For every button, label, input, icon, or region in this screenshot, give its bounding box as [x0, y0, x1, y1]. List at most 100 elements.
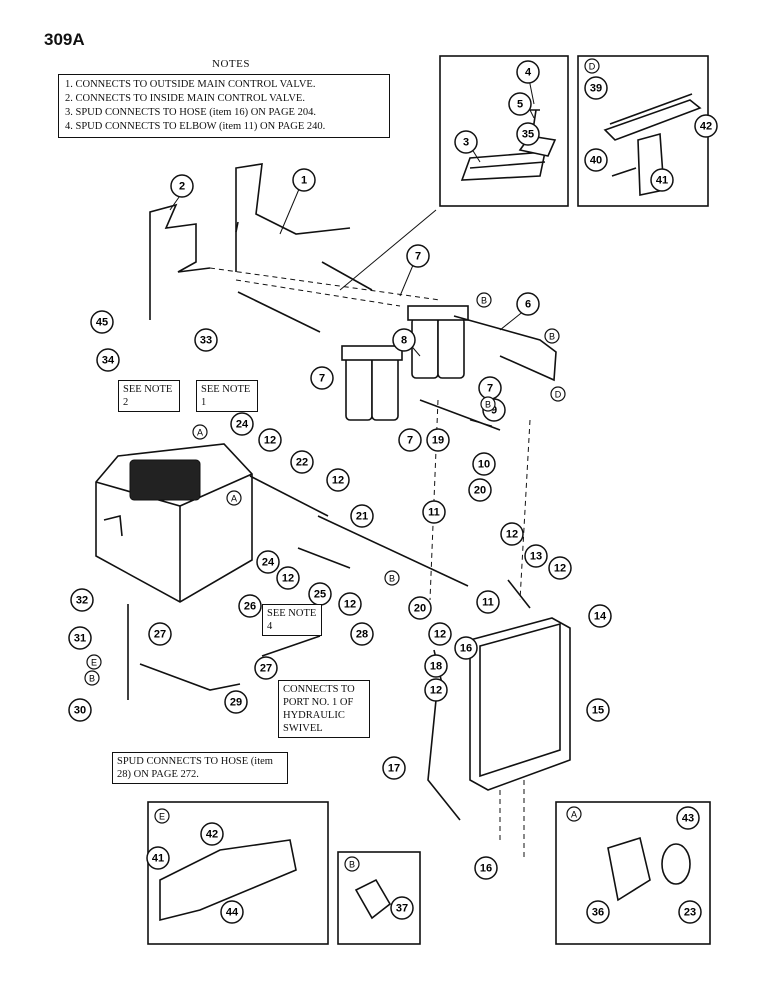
callout-20-2: 20 [408, 596, 432, 620]
callout-22: 22 [290, 450, 314, 474]
callout-4: 4 [516, 60, 540, 84]
hydraulic-tank [95, 443, 253, 603]
svg-text:E: E [159, 812, 165, 822]
callout-18: 18 [424, 654, 448, 678]
svg-text:12: 12 [344, 599, 356, 611]
svg-text:12: 12 [430, 685, 442, 697]
callout-12-8: 12 [424, 678, 448, 702]
detail-letter-e-2: E [154, 808, 170, 824]
svg-text:11: 11 [482, 597, 494, 609]
callout-7-4: 7 [398, 428, 422, 452]
svg-text:12: 12 [264, 435, 276, 447]
detail-box-b [337, 851, 421, 945]
detail-letter-b-4: B [384, 570, 400, 586]
detail-letter-b: B [476, 292, 492, 308]
hose-25 [297, 547, 351, 569]
callout-23: 23 [678, 900, 702, 924]
svg-text:14: 14 [594, 611, 607, 623]
svg-text:25: 25 [314, 589, 326, 601]
svg-text:D: D [589, 62, 596, 72]
svg-text:44: 44 [226, 907, 239, 919]
callout-19: 19 [426, 428, 450, 452]
tube-21 [317, 515, 469, 587]
callout-6: 6 [516, 292, 540, 316]
callout-12-2: 12 [326, 468, 350, 492]
callout-17: 17 [382, 756, 406, 780]
svg-text:19: 19 [432, 435, 444, 447]
svg-text:32: 32 [76, 595, 88, 607]
callout-20: 20 [468, 478, 492, 502]
svg-text:45: 45 [96, 317, 108, 329]
svg-text:35: 35 [522, 129, 534, 141]
svg-text:11: 11 [428, 507, 440, 519]
callout-10: 10 [472, 452, 496, 476]
detail-letter-a-3: A [566, 806, 582, 822]
svg-text:7: 7 [407, 435, 413, 447]
svg-text:20: 20 [474, 485, 486, 497]
detail-box-a [555, 801, 711, 945]
svg-text:21: 21 [356, 511, 368, 523]
callout-13: 13 [524, 544, 548, 568]
tube-1 [235, 163, 351, 272]
svg-text:D: D [555, 390, 562, 400]
svg-text:4: 4 [525, 67, 532, 79]
svg-text:B: B [349, 860, 355, 870]
detail-letter-d: D [584, 58, 600, 74]
svg-text:29: 29 [230, 697, 242, 709]
callout-28: 28 [350, 622, 374, 646]
callout-26: 26 [238, 594, 262, 618]
svg-text:37: 37 [396, 903, 408, 915]
callout-25: 25 [308, 582, 332, 606]
callout-33: 33 [194, 328, 218, 352]
svg-text:B: B [549, 332, 555, 342]
note-3: 3. SPUD CONNECTS TO HOSE (item 16) ON PA… [65, 107, 316, 118]
tube-6 [453, 315, 557, 382]
svg-text:36: 36 [592, 907, 604, 919]
callout-42-2: 42 [200, 822, 224, 846]
callout-12-7: 12 [428, 622, 452, 646]
svg-text:A: A [571, 810, 577, 820]
callout-11-2: 11 [476, 590, 500, 614]
callout-27-2: 27 [254, 656, 278, 680]
callout-40: 40 [584, 148, 608, 172]
tube-2 [149, 203, 211, 320]
svg-text:16: 16 [460, 643, 472, 655]
callout-11: 11 [422, 500, 446, 524]
detail-box-clamp [439, 55, 569, 207]
callout-27: 27 [148, 622, 172, 646]
svg-text:24: 24 [262, 557, 275, 569]
svg-text:A: A [231, 494, 237, 504]
callout-44: 44 [220, 900, 244, 924]
svg-text:41: 41 [152, 853, 164, 865]
notes-box: 1. CONNECTS TO OUTSIDE MAIN CONTROL VALV… [58, 74, 390, 138]
svg-text:12: 12 [434, 629, 446, 641]
svg-text:7: 7 [415, 251, 421, 263]
svg-text:B: B [89, 674, 95, 684]
see-note-1-box: SEE NOTE 1 [196, 380, 258, 412]
svg-text:B: B [485, 400, 491, 410]
note-2: 2. CONNECTS TO INSIDE MAIN CONTROL VALVE… [65, 93, 305, 104]
svg-text:34: 34 [102, 355, 115, 367]
callout-7: 7 [406, 244, 430, 268]
svg-text:26: 26 [244, 601, 256, 613]
callout-34: 34 [96, 348, 120, 372]
svg-text:39: 39 [590, 83, 602, 95]
detail-letter-a: A [192, 424, 208, 440]
callout-39: 39 [584, 76, 608, 100]
svg-text:A: A [197, 428, 203, 438]
callout-31: 31 [68, 626, 92, 650]
svg-text:42: 42 [206, 829, 218, 841]
filter-assembly [341, 305, 469, 421]
detail-letter-b-2: B [544, 328, 560, 344]
svg-text:7: 7 [319, 373, 325, 385]
svg-text:5: 5 [517, 99, 523, 111]
callout-24: 24 [230, 412, 254, 436]
spud-connect-box: SPUD CONNECTS TO HOSE (item 28) ON PAGE … [112, 752, 288, 784]
svg-text:27: 27 [154, 629, 166, 641]
page-number: 309A [44, 30, 85, 49]
flange-detail-a [607, 836, 651, 902]
svg-text:3: 3 [463, 137, 469, 149]
callout-8: 8 [392, 328, 416, 352]
detail-letter-b-6: B [344, 856, 360, 872]
